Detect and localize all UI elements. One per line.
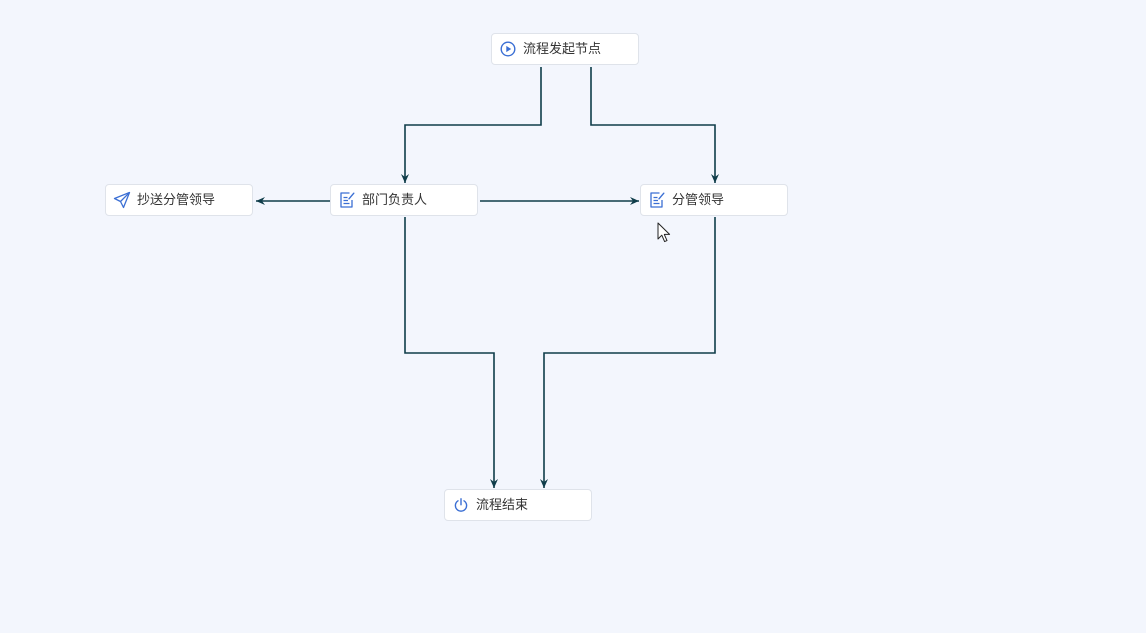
power-icon [452,496,470,514]
node-start[interactable]: 流程发起节点 [491,33,639,65]
node-end-label: 流程结束 [476,497,529,513]
node-end[interactable]: 流程结束 [444,489,592,521]
node-cc-leader[interactable]: 抄送分管领导 [105,184,253,216]
edge-lead-end[interactable] [540,217,716,488]
approval-doc-icon [338,191,356,209]
node-dept-head[interactable]: 部门负责人 [330,184,478,216]
edge-dept-end[interactable] [404,217,498,488]
node-cc-leader-label: 抄送分管领导 [137,192,216,208]
send-icon [113,191,131,209]
approval-doc-icon [648,191,666,209]
node-start-label: 流程发起节点 [523,41,602,57]
edge-start-lead[interactable] [590,67,719,183]
node-supervisor-label: 分管领导 [672,192,725,208]
play-circle-icon [499,40,517,58]
node-dept-head-label: 部门负责人 [362,192,428,208]
node-supervisor[interactable]: 分管领导 [640,184,788,216]
edge-start-dept[interactable] [401,67,542,183]
mouse-cursor-icon [657,222,671,243]
